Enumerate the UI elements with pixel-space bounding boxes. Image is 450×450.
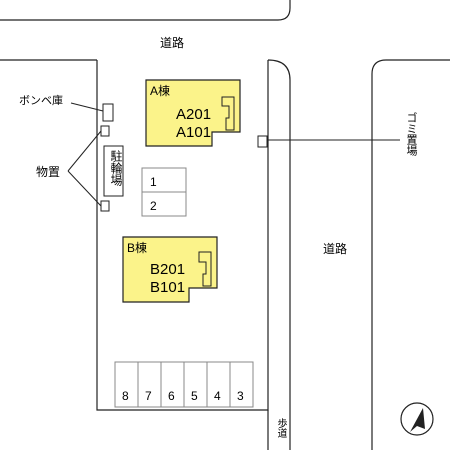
parking-number: 4: [214, 389, 221, 403]
parking-row-bottom: 8 7 6 5 4 3: [114, 361, 254, 408]
building-a-unit-101: A101: [176, 124, 211, 141]
road-corner-curve: [267, 59, 291, 450]
gas-storage-label: ボンベ庫: [19, 93, 63, 107]
parking-number: 8: [122, 389, 129, 403]
parking-number: 5: [191, 389, 198, 403]
parking-number: 1: [150, 175, 157, 189]
site-boundary: [96, 60, 269, 411]
building-b-unit-201: B201: [150, 261, 185, 278]
bicycle-parking-area: [103, 145, 124, 197]
bicycle-parking-label: 駐輪場: [109, 150, 123, 186]
road-top-label: 道路: [160, 35, 184, 50]
road-right-label: 道路: [323, 241, 347, 256]
building-a-stair: [221, 96, 235, 131]
garbage-label: ゴミ置場: [405, 112, 417, 156]
road-top-edge: [0, 0, 291, 21]
sidewalk-label: 歩道: [275, 418, 286, 438]
parking-number: 3: [237, 389, 244, 403]
building-a-unit-201: A201: [176, 106, 211, 123]
leader-storage-upper: [67, 130, 102, 172]
building-a: [145, 79, 241, 147]
building-a-name: A棟: [150, 83, 170, 98]
parking-space: [141, 191, 187, 217]
parking-space: [141, 167, 187, 193]
leader-storage-lower: [67, 170, 102, 207]
parking-number: 2: [150, 199, 157, 213]
parking-space: [229, 361, 254, 408]
north-arrow-icon: [400, 402, 434, 436]
storage-shed-upper: [100, 125, 110, 137]
building-b-unit-101: B101: [150, 279, 185, 296]
building-b-stair: [198, 251, 212, 287]
building-b: [122, 236, 218, 303]
storage-label: 物置: [36, 165, 60, 179]
gas-cylinder-storage: [102, 103, 114, 122]
building-b-name: B棟: [127, 240, 147, 255]
leader-gas-storage: [70, 102, 104, 112]
garbage-station: [257, 135, 268, 148]
road-right-edge: [371, 59, 450, 450]
storage-shed-lower: [100, 200, 110, 212]
parking-number: 7: [145, 389, 152, 403]
parking-number: 6: [168, 389, 175, 403]
